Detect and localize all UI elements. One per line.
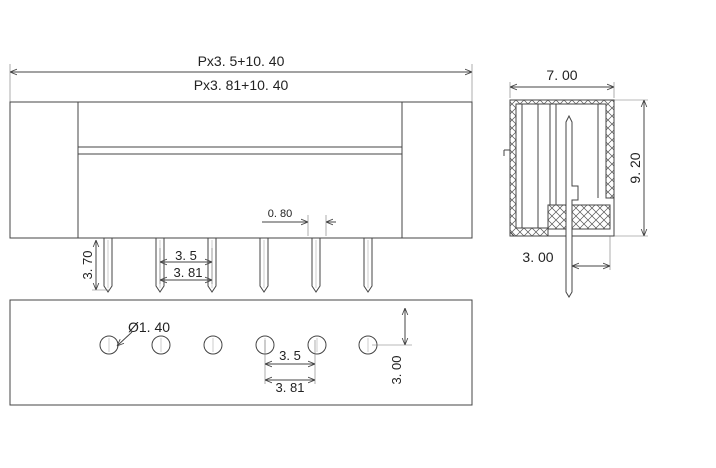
- bottom-holes: [99, 335, 378, 355]
- header-body-front: [9, 101, 473, 239]
- bottom-pitch-b-label: 3. 81: [276, 380, 305, 395]
- overall-length-label-2: Px3. 81+10. 40: [194, 77, 289, 93]
- pin-width-label: 0. 80: [268, 208, 292, 220]
- header-body-bottom: [9, 299, 473, 406]
- bottom-view: Ø1. 40 3. 5 3. 81 3. 00: [9, 299, 473, 406]
- side-view: 7. 00 9. 20 3. 00: [503, 67, 648, 298]
- front-pitch-b-label: 3. 81: [174, 265, 203, 280]
- side-pin: [565, 114, 579, 298]
- row-offset-label: 3. 00: [389, 356, 404, 385]
- front-view: Px3. 5+10. 40 Px3. 81+10. 40 3. 70 0. 80…: [9, 53, 473, 293]
- overall-length-label-1: Px3. 5+10. 40: [198, 53, 285, 69]
- side-height-label: 9. 20: [627, 152, 643, 183]
- front-pitch-a-label: 3. 5: [175, 248, 197, 263]
- side-width-label: 7. 00: [546, 67, 577, 83]
- pin-offset-label: 3. 00: [522, 249, 553, 265]
- front-pins: [103, 237, 373, 293]
- bottom-pitch-a-label: 3. 5: [279, 348, 301, 363]
- pin-length-label: 3. 70: [80, 251, 95, 280]
- hole-diameter-label: Ø1. 40: [128, 319, 170, 335]
